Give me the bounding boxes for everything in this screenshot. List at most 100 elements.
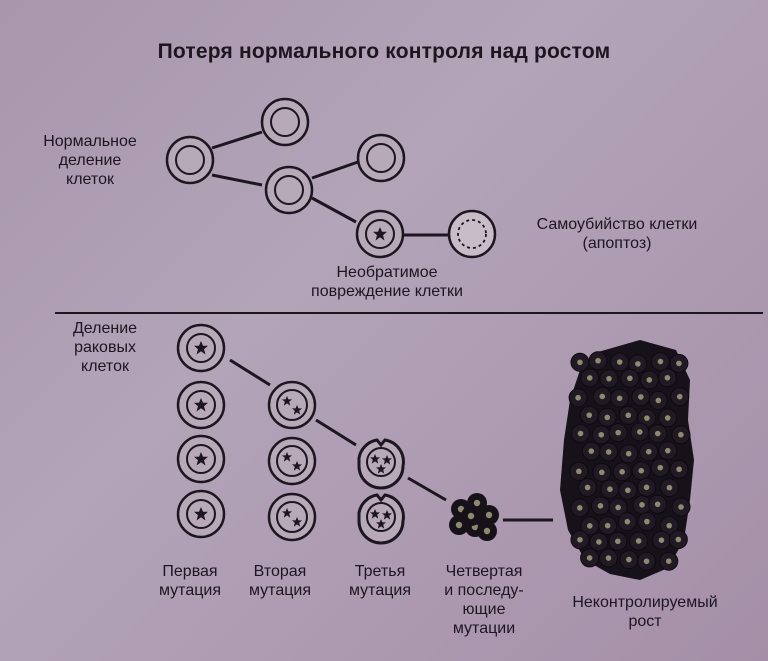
tumor-cell-nucleus — [666, 484, 673, 491]
mutated-cell — [357, 493, 405, 545]
label-first-mutation: Первая мутация — [159, 563, 221, 599]
tumor-cell-nucleus — [678, 431, 684, 438]
tumor-cell-nucleus — [676, 466, 682, 473]
tumor-cell-nucleus — [664, 415, 671, 421]
tumor-cell-nucleus — [643, 558, 650, 565]
tumor-cell-nucleus — [577, 430, 584, 437]
connector-line — [311, 196, 357, 224]
tumor-cell-nucleus — [576, 468, 582, 475]
tumor-mass — [560, 340, 694, 580]
tumor-cell-nucleus — [636, 429, 643, 435]
tumor-cell-nucleus — [606, 375, 612, 382]
connector-line — [211, 130, 263, 150]
tumor-cell-nucleus — [645, 448, 652, 455]
label-fourth-mutation: Четвертая и последу- ющие мутации — [444, 563, 524, 637]
tumor-cell-nucleus — [616, 395, 623, 402]
tumor-cell-nucleus — [577, 359, 583, 366]
tumor-cell-nucleus — [643, 484, 650, 491]
tumor-cell-nucleus — [624, 518, 631, 525]
tumor-cell-nucleus — [619, 469, 625, 475]
tumor-cell-nucleus — [625, 412, 632, 419]
top-connectors — [211, 130, 448, 237]
tumor-cell-nucleus — [644, 518, 650, 525]
daughter-cell-top — [260, 97, 310, 147]
normal-cell — [165, 135, 215, 185]
tumor-cell-nucleus — [596, 539, 602, 545]
fourth-mutation-cluster — [449, 493, 499, 541]
label-cancer-division: Деление раковых клеток — [72, 320, 138, 375]
mutated-cell — [176, 434, 226, 484]
tumor-cell-nucleus — [635, 538, 642, 544]
tumor-cell-nucleus — [587, 523, 593, 529]
label-uncontrolled-growth: Неконтролируемый рост — [572, 594, 718, 630]
tumor-cell-nucleus — [575, 394, 581, 401]
mutated-cell — [357, 438, 405, 490]
tumor-cell-nucleus — [675, 536, 682, 543]
tumor-cell-nucleus — [639, 502, 645, 508]
tumor-cell-nucleus — [625, 487, 631, 494]
tumor-cell-nucleus — [607, 486, 613, 492]
first-mutation-cells — [176, 323, 226, 539]
tumor-cell-nucleus — [599, 393, 606, 400]
mutated-cell — [176, 380, 226, 430]
tumor-cell-nucleus — [638, 394, 644, 400]
mutated-cell — [176, 323, 226, 373]
tumor-cell-nucleus — [598, 431, 605, 438]
tumor-cell-nucleus — [615, 538, 621, 545]
bottom-connectors — [229, 358, 553, 522]
tumor-cell-nucleus — [646, 377, 653, 383]
tumor-cell-nucleus — [676, 360, 682, 367]
label-second-mutation: Вторая мутация — [249, 563, 311, 599]
tumor-cell-nucleus — [588, 448, 595, 454]
connector-line — [211, 173, 263, 187]
section-divider — [55, 312, 763, 314]
mutated-cell — [267, 492, 317, 542]
granddaughter-cell — [356, 133, 406, 183]
connector-line — [407, 476, 447, 502]
tumor-cell-nucleus — [616, 359, 623, 365]
label-apoptosis: Самоубийство клетки (апоптоз) — [536, 216, 698, 252]
mutated-cell — [267, 380, 317, 430]
tumor-cell-nucleus — [654, 501, 661, 508]
connector-line — [229, 358, 271, 387]
mutated-cell — [267, 436, 317, 486]
tumor-cell-nucleus — [584, 484, 591, 491]
label-normal-division: Нормальное деление клеток — [43, 133, 137, 188]
third-mutation-cells — [357, 438, 405, 545]
tumor-cell-nucleus — [644, 415, 650, 421]
second-mutation-cells — [267, 380, 317, 542]
tumor-cell-nucleus — [586, 412, 593, 418]
tumor-cell-nucleus — [577, 536, 583, 543]
tumor-cell-nucleus — [598, 469, 605, 476]
tumor-cell-nucleus — [625, 450, 632, 457]
tumor-cell-nucleus — [604, 414, 611, 421]
tumor-cell-nucleus — [586, 555, 593, 561]
damaged-cell — [355, 209, 405, 259]
label-third-mutation: Третья мутация — [349, 563, 411, 599]
apoptotic-cell — [447, 209, 497, 259]
tumor-cell-nucleus — [665, 558, 672, 564]
tumor-cell-nucleus — [658, 537, 665, 543]
tumor-cell-nucleus — [654, 430, 661, 437]
connector-line — [315, 418, 357, 447]
tumor-cell-nucleus — [665, 447, 671, 454]
tumor-cell-nucleus — [615, 504, 621, 511]
tumor-cell-nucleus — [576, 505, 583, 511]
tumor-cell-nucleus — [586, 375, 593, 381]
tumor-cell-nucleus — [626, 556, 632, 563]
label-irreversible-damage: Необратимое повреждение клетки — [311, 264, 463, 300]
diagram-title: Потеря нормального контроля над ростом — [157, 40, 611, 63]
tumor-cell-nucleus — [638, 467, 645, 474]
tumor-cell-nucleus — [615, 429, 621, 436]
connector-line — [311, 160, 359, 180]
tumor-cell-nucleus — [627, 375, 633, 382]
tumor-cell-nucleus — [676, 393, 683, 400]
tumor-cell-nucleus — [657, 358, 664, 365]
tumor-cell-nucleus — [604, 522, 611, 529]
tumor-cell-nucleus — [664, 374, 671, 381]
tumor-cell-nucleus — [678, 504, 684, 510]
daughter-cell-middle — [264, 165, 314, 215]
tumor-cell-nucleus — [655, 397, 662, 404]
tumor-cell-nucleus — [605, 449, 612, 455]
